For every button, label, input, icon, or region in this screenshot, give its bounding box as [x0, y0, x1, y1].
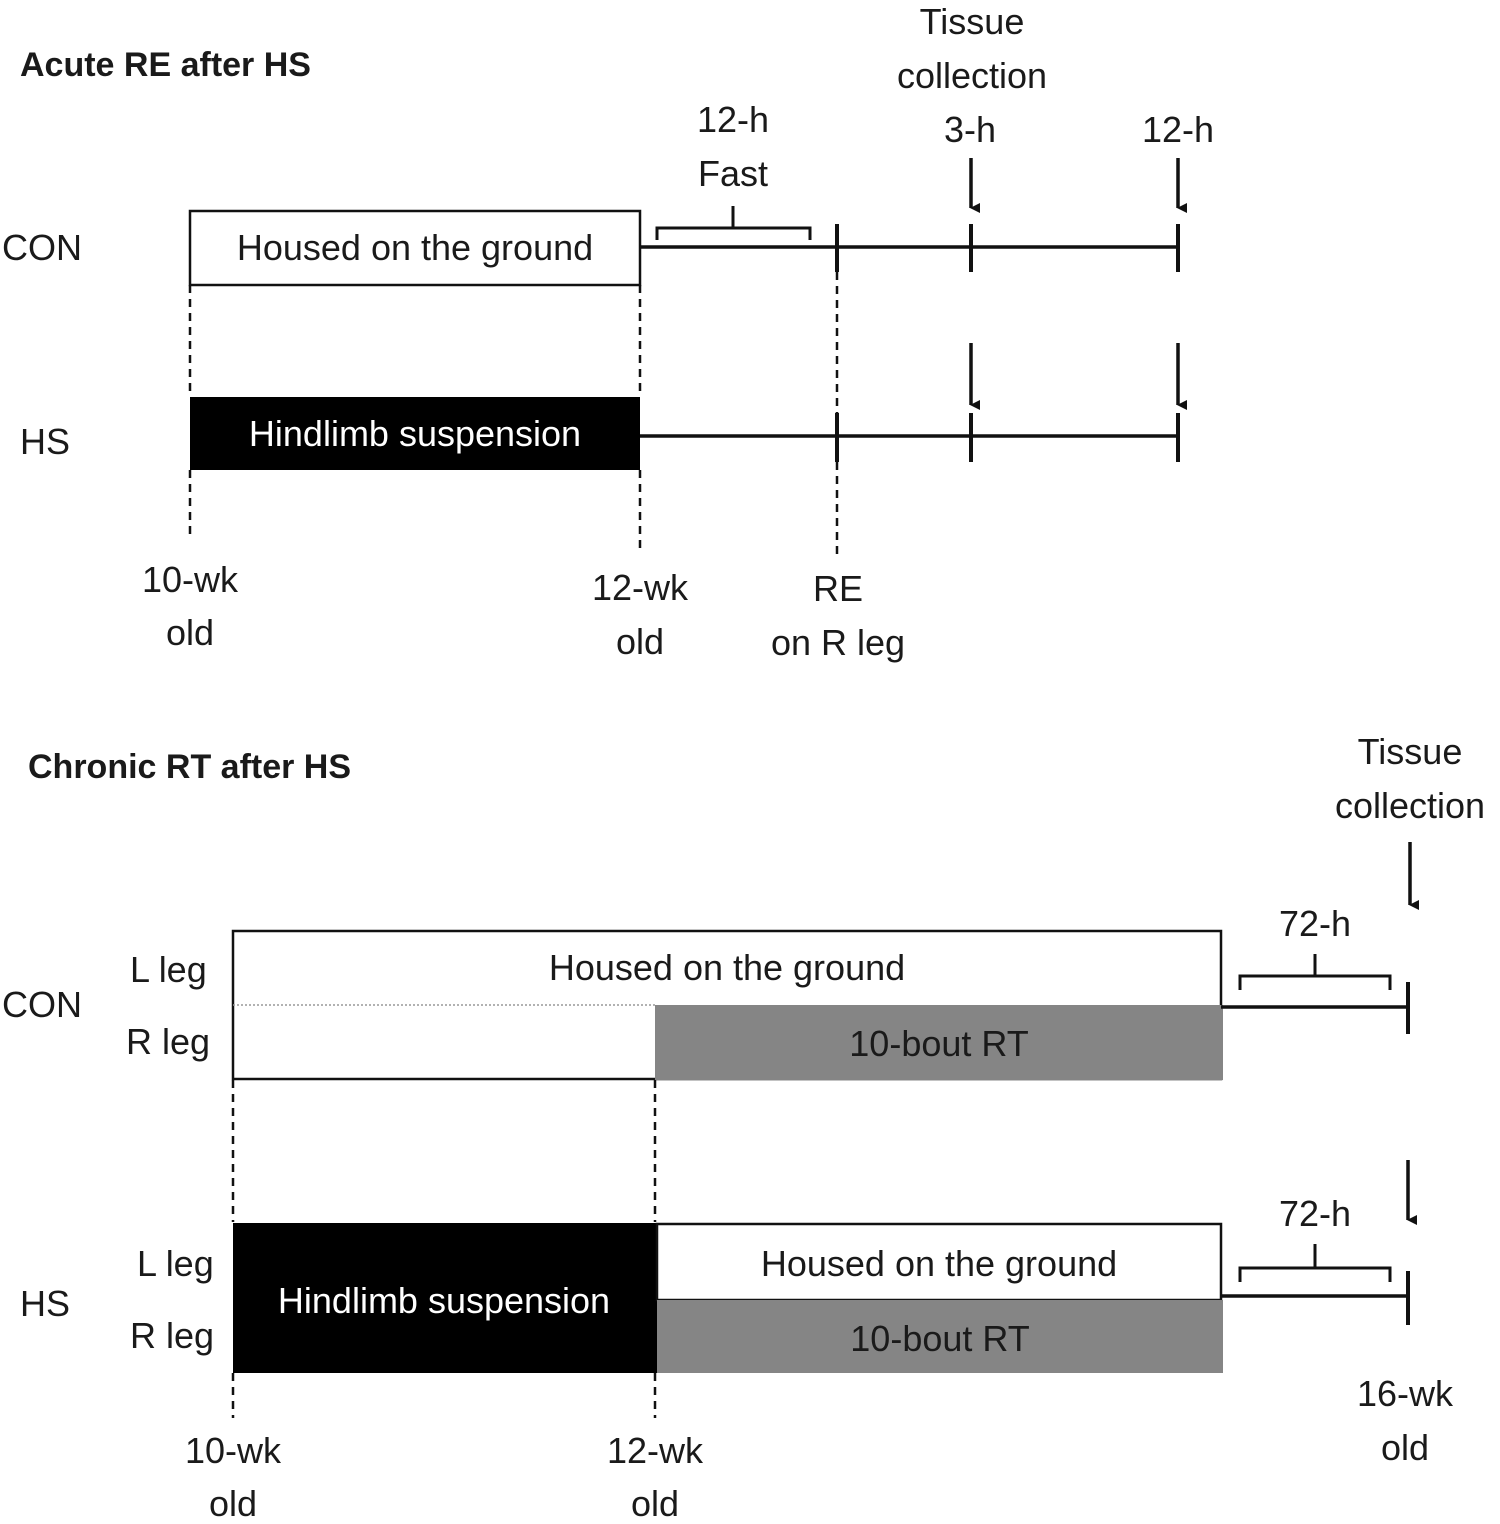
chronic-con-rt-box — [655, 1005, 1223, 1080]
acute-con-box — [188, 209, 642, 287]
fast-label-1: 12-h — [697, 99, 769, 140]
chronic-end-label-1: 16-wk — [1357, 1373, 1454, 1414]
chronic-hs-label: HS — [20, 1283, 70, 1324]
chronic-title: Chronic RT after HS — [28, 748, 351, 786]
acute-tissue-label-2: collection — [897, 55, 1047, 96]
fast-label-2: Fast — [698, 153, 768, 194]
chronic-hs-top-label: Housed on the ground — [761, 1243, 1117, 1284]
chronic-con-r-leg: R leg — [126, 1021, 210, 1062]
chronic-start-label-2: old — [209, 1483, 257, 1524]
chronic-hs-box-label: Hindlimb suspension — [278, 1280, 610, 1321]
acute-title: Acute RE after HS — [20, 46, 311, 84]
chronic-hs-rt-label: 10-bout RT — [850, 1318, 1029, 1359]
chronic-con-rt-label: 10-bout RT — [849, 1023, 1028, 1064]
acute-end-label-1: 12-wk — [592, 567, 689, 608]
chronic-hs-box — [233, 1223, 657, 1373]
chronic-con-l-leg: L leg — [130, 949, 207, 990]
chronic-hs-rt-box — [657, 1300, 1223, 1373]
chronic-end-label-2: old — [1381, 1427, 1429, 1468]
chronic-hs-recovery-label: 72-h — [1279, 1193, 1351, 1234]
acute-con-box-label: Housed on the ground — [237, 227, 593, 268]
acute-start-label-2: old — [166, 612, 214, 653]
chronic-con-label: CON — [2, 984, 82, 1025]
chronic-tissue-label-1: Tissue — [1358, 731, 1463, 772]
chronic-con-recovery-brace — [1238, 954, 1392, 990]
chronic-con-recovery-label: 72-h — [1279, 903, 1351, 944]
acute-time-3h: 3-h — [944, 109, 996, 150]
chronic-hs-top-box — [655, 1222, 1223, 1302]
chronic-hs-recovery-brace — [1238, 1244, 1392, 1282]
acute-start-label-1: 10-wk — [142, 559, 239, 600]
chronic-hs-r-leg: R leg — [130, 1315, 214, 1356]
fast-brace — [655, 206, 812, 240]
chronic-con-top-label: Housed on the ground — [549, 947, 905, 988]
acute-end-label-2: old — [616, 621, 664, 662]
chronic-start-label-1: 10-wk — [185, 1430, 282, 1471]
re-label-2: on R leg — [771, 622, 905, 663]
re-label-1: RE — [813, 568, 863, 609]
chronic-hs-l-leg: L leg — [137, 1243, 214, 1284]
acute-con-label: CON — [2, 227, 82, 268]
chronic-mid-label-1: 12-wk — [607, 1430, 704, 1471]
acute-time-12h: 12-h — [1142, 109, 1214, 150]
acute-hs-box-label: Hindlimb suspension — [249, 413, 581, 454]
acute-hs-label: HS — [20, 421, 70, 462]
acute-hs-box — [190, 397, 640, 470]
acute-tissue-label-1: Tissue — [920, 1, 1025, 42]
chronic-tissue-label-2: collection — [1335, 785, 1485, 826]
chronic-mid-label-2: old — [631, 1483, 679, 1524]
